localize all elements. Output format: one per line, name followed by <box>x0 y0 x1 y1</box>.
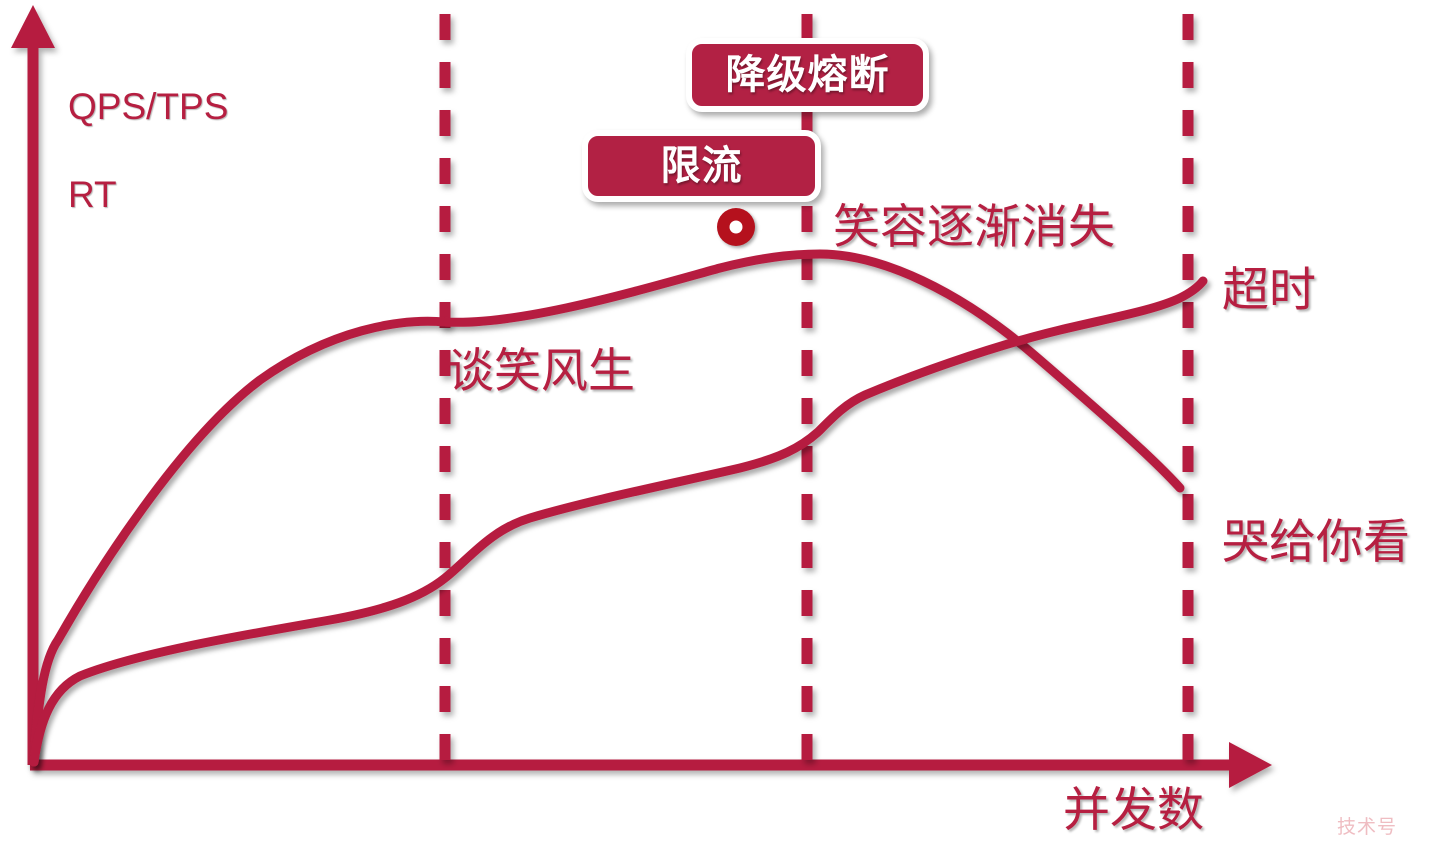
marker-point-icon <box>717 208 755 246</box>
annotation-rt-endpoint: 超时 <box>1222 263 1316 318</box>
x-axis-label: 并发数 <box>1063 783 1204 838</box>
y-axis <box>11 5 55 765</box>
series-qps-tps-curve <box>29 249 1185 767</box>
y-axis-label-rt: RT <box>68 174 117 215</box>
annotation-qps-endpoint: 哭给你看 <box>1222 515 1410 570</box>
badge-circuit-breaker[interactable]: 降级熔断 <box>686 38 929 112</box>
y-axis-label-qps: QPS/TPS <box>68 86 229 127</box>
badge-circuit-breaker-label: 降级熔断 <box>725 52 890 98</box>
annotation-zone-2: 笑容逐渐消失 <box>833 200 1115 255</box>
watermark: 技术号 <box>1337 816 1398 838</box>
x-axis <box>30 742 1272 788</box>
badge-rate-limit[interactable]: 限流 <box>582 130 821 202</box>
badge-rate-limit-label: 限流 <box>660 143 743 189</box>
series-rt-curve <box>29 276 1208 767</box>
annotation-zone-1: 谈笑风生 <box>447 344 635 399</box>
